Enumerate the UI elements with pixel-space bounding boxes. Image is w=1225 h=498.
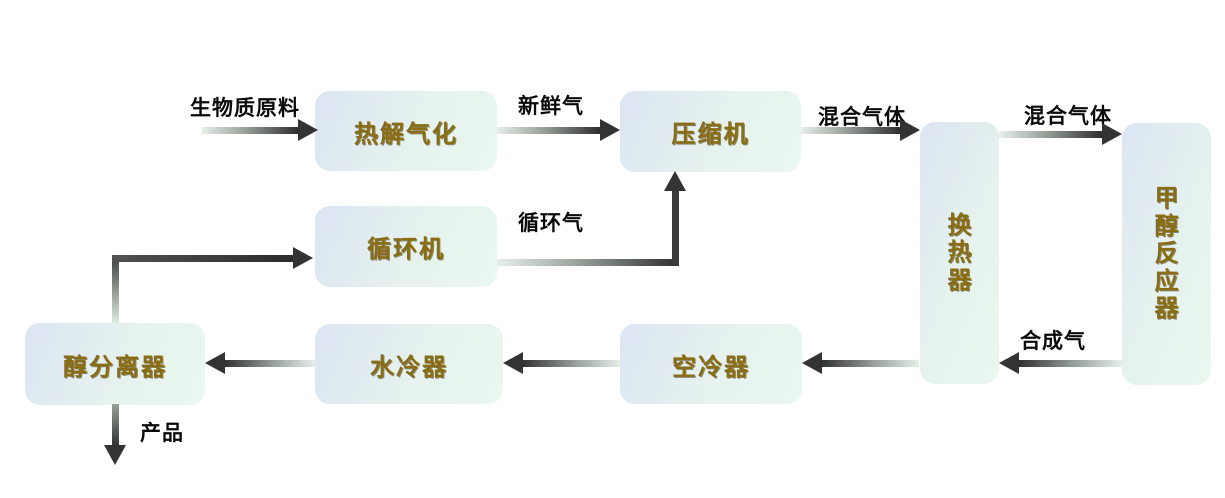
- arrow-separator-to-product-line: [112, 404, 119, 447]
- node-water-cooler: 水冷器: [315, 324, 503, 404]
- node-air-cooler: 空冷器: [620, 324, 802, 404]
- arrow-exchanger-to-reactor-line: [999, 131, 1102, 138]
- arrow-aircooler-to-watercooler-head: [503, 352, 523, 374]
- arrow-separator-to-product-head: [104, 445, 126, 465]
- arrow-reactor-to-exchanger-head: [999, 352, 1019, 374]
- arrow-biomass-to-pyrolysis-head: [298, 119, 318, 141]
- label-fresh-gas: 新鲜气: [518, 94, 584, 118]
- arrow-separator-to-recycler-head: [293, 247, 313, 269]
- arrow-compressor-to-exchanger-head: [900, 119, 920, 141]
- arrow-watercooler-to-separator-head: [205, 352, 225, 374]
- label-syngas: 合成气: [1020, 329, 1086, 353]
- arrow-exchanger-to-aircooler-head: [802, 352, 822, 374]
- arrow-recycler-to-compressor-hline: [497, 259, 679, 266]
- arrow-pyrolysis-to-compressor-line: [497, 127, 600, 134]
- label-mixed-gas-to-reactor: 混合气体: [1024, 104, 1112, 128]
- arrow-exchanger-to-aircooler-line: [820, 360, 919, 367]
- node-alcohol-separator: 醇分离器: [25, 323, 205, 405]
- arrow-separator-to-recycler-hline: [112, 255, 293, 262]
- arrow-recycler-to-compressor-vline: [672, 191, 679, 266]
- label-biomass-feed: 生物质原料: [190, 96, 300, 120]
- node-recycler: 循环机: [315, 206, 497, 287]
- arrow-aircooler-to-watercooler-line: [521, 360, 620, 367]
- arrow-recycler-to-compressor-head: [664, 171, 686, 191]
- label-product: 产品: [140, 421, 184, 445]
- arrow-separator-to-recycler-vline: [112, 258, 119, 323]
- arrow-reactor-to-exchanger-line: [1017, 360, 1122, 367]
- node-pyrolysis-gasification: 热解气化: [315, 91, 497, 171]
- arrow-exchanger-to-reactor-head: [1102, 123, 1122, 145]
- node-heat-exchanger: 换 热 器: [920, 122, 999, 384]
- label-mixed-gas-to-exchanger: 混合气体: [818, 105, 906, 129]
- arrow-compressor-to-exchanger-line: [801, 127, 900, 134]
- arrow-pyrolysis-to-compressor-head: [600, 119, 620, 141]
- label-recycle-gas: 循环气: [518, 211, 584, 235]
- arrow-biomass-to-pyrolysis-line: [202, 127, 298, 134]
- arrow-watercooler-to-separator-line: [223, 360, 315, 367]
- node-methanol-reactor: 甲 醇 反 应 器: [1122, 123, 1211, 385]
- node-compressor: 压缩机: [620, 91, 801, 172]
